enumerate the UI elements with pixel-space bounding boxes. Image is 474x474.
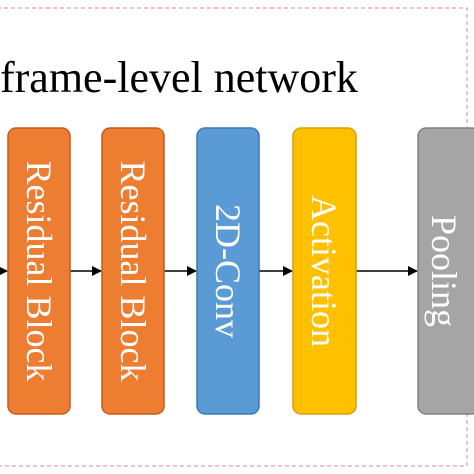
conv-2d-block: 2D-Conv: [196, 127, 260, 415]
residual-block-2-box: [101, 127, 165, 415]
diagram-title: frame-level network: [0, 53, 358, 102]
residual-block-1-box: [7, 127, 71, 415]
residual-block-1-label: Residual Block: [19, 161, 59, 382]
activation-box: [292, 127, 357, 415]
residual-block-2-label: Residual Block: [113, 161, 153, 382]
pooling-label: Pooling: [424, 215, 464, 327]
activation-block: Activation: [292, 127, 357, 415]
pooling-block: Pooling: [417, 127, 474, 415]
residual-block-1: Residual Block: [7, 127, 71, 415]
frame-border: [0, 7, 468, 467]
activation-label: Activation: [304, 195, 344, 347]
conv-2d-label: 2D-Conv: [208, 204, 248, 338]
residual-block-2: Residual Block: [101, 127, 165, 415]
conv-2d-box: [196, 127, 260, 415]
pooling-box: [417, 127, 474, 415]
